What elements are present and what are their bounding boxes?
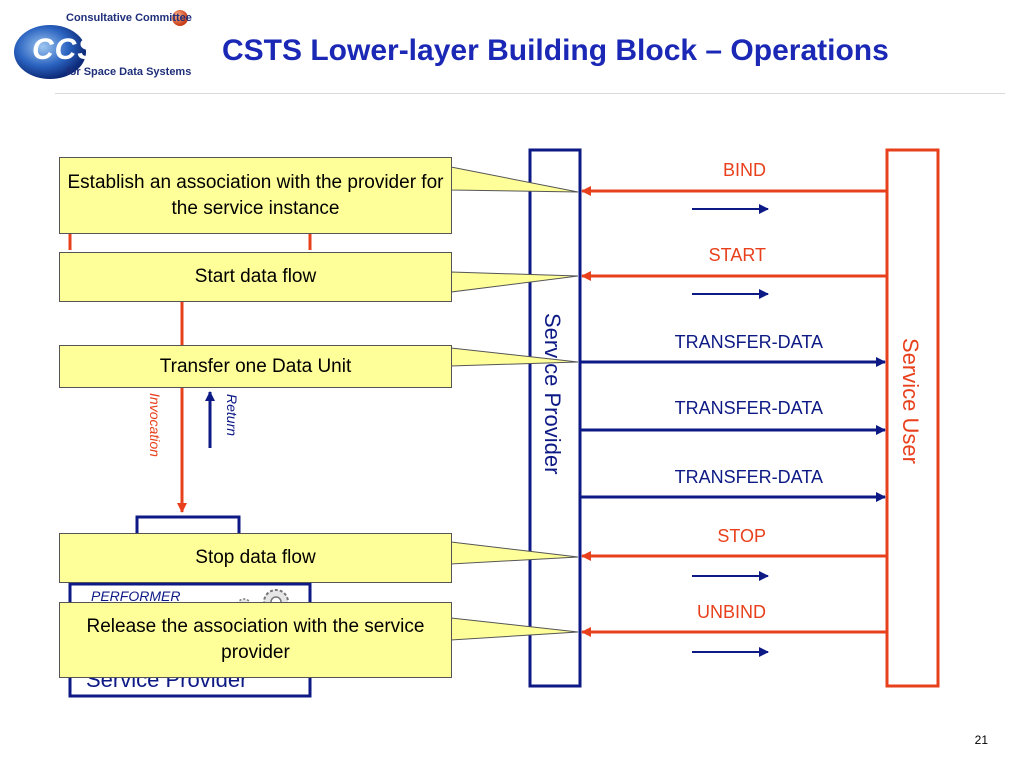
logo-line3: for Space Data Systems <box>66 66 192 78</box>
performer-label: PERFORMER <box>91 588 180 604</box>
transfer-data-label-2: TRANSFER-DATA <box>675 398 823 418</box>
stop-data-flow-callout: Stop data flow <box>59 533 452 583</box>
return-label: Return <box>224 394 240 436</box>
page-title: CSTS Lower-layer Building Block – Operat… <box>222 34 889 67</box>
title-divider <box>55 93 1005 94</box>
logo-wordmark: CCSDS <box>32 33 143 66</box>
transfer-data-unit-callout: Transfer one Data Unit <box>59 345 452 388</box>
stop-operation <box>581 551 887 581</box>
bind-operation <box>581 186 887 214</box>
stop-label: STOP <box>717 526 766 546</box>
ccsds-logo <box>10 6 200 86</box>
release-association-callout: Release the association with the service… <box>59 602 452 678</box>
start-operation <box>581 271 887 299</box>
unbind-operation <box>581 627 887 657</box>
bind-label: BIND <box>723 160 766 180</box>
ccsds-logo-graphic <box>14 10 188 79</box>
unbind-label: UNBIND <box>697 602 766 622</box>
service-user-label: Service User <box>898 338 923 464</box>
service-user-column <box>885 148 940 688</box>
establish-association-callout: Establish an association with the provid… <box>59 157 452 234</box>
start-label: START <box>709 245 766 265</box>
service-provider-label: Service Provider <box>540 313 565 474</box>
transfer-data-label-3: TRANSFER-DATA <box>675 467 823 487</box>
transfer-data-label-1: TRANSFER-DATA <box>675 332 823 352</box>
start-data-flow-callout: Start data flow <box>59 252 452 302</box>
logo-line1: Consultative Committee <box>66 12 192 24</box>
page-number: 21 <box>974 733 988 747</box>
invocation-label: Invocation <box>147 393 163 457</box>
service-provider-column <box>528 148 582 688</box>
